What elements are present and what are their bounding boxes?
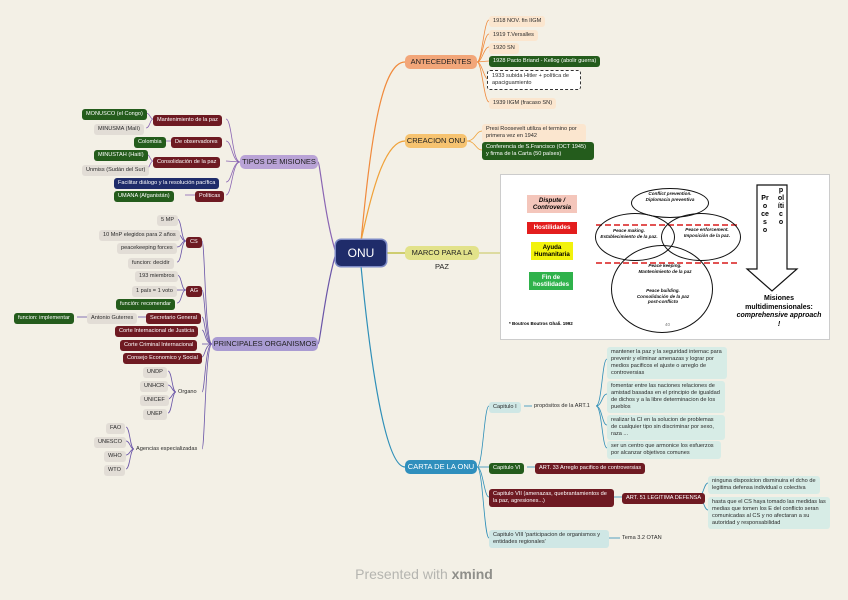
organo-item[interactable]: UNHCR xyxy=(140,381,169,392)
carta-proposito-item[interactable]: fomentar entre las naciones relaciones d… xyxy=(607,381,725,413)
cs-item[interactable]: 5 MP xyxy=(157,215,179,226)
tipo-politicas[interactable]: Políticas xyxy=(195,191,225,202)
box-hostilidades: Hostilidades xyxy=(527,222,577,234)
mision-unmiss[interactable]: Unmiss (Sudán del Sur) xyxy=(82,165,150,176)
ellipse-peace-keeping xyxy=(611,245,713,333)
antecedente-item[interactable]: 1918 NOV. fin IIGM xyxy=(489,16,546,27)
mision-minusma[interactable]: MINUSMA (Malí) xyxy=(94,124,144,135)
carta-propositos[interactable]: propósitos de la ART.1 xyxy=(534,403,590,409)
topic-principales-organismos[interactable]: PRINCIPALES ORGANISMOS xyxy=(212,337,318,351)
agencia-item[interactable]: FAO xyxy=(106,423,126,434)
tipo-consolidacion[interactable]: Consolidación de la paz xyxy=(153,157,221,168)
xmind-logo: xmind xyxy=(451,566,493,582)
mision-minustah[interactable]: MINUSTAH (Haití) xyxy=(94,150,148,161)
caption-italic: comprehensive approach ! xyxy=(736,312,822,328)
carta-capitulo-8[interactable]: Capitulo VIII 'participacion de organism… xyxy=(489,530,609,548)
ag-item[interactable]: función: recomendar xyxy=(116,299,175,310)
box-fin-hostilidades: Fin de hostilidades xyxy=(529,272,573,290)
antecedente-item[interactable]: 1933 subida Hitler + política de apacigu… xyxy=(487,70,581,90)
topic-creacion-onu[interactable]: CREACION ONU xyxy=(405,134,467,148)
label-politico: político xyxy=(777,187,785,226)
mision-umana[interactable]: UMANA (Afganistán) xyxy=(114,191,174,202)
organismo-corte-justicia[interactable]: Corte Internacional de Justicia xyxy=(115,326,199,337)
carta-art-51[interactable]: ART. 51 LEGITIMA DEFENSA xyxy=(622,493,706,504)
organo-item[interactable]: UNDP xyxy=(143,367,167,378)
organismo-ag[interactable]: AG xyxy=(186,286,203,297)
topic-antecedentes[interactable]: ANTECEDENTES xyxy=(405,55,477,69)
organo-item[interactable]: UNICEF xyxy=(140,395,169,406)
organismo-corte-criminal[interactable]: Corte Criminal Internacional xyxy=(120,340,198,351)
carta-capitulo-6[interactable]: Capitulo VI xyxy=(489,463,525,474)
label-peace-building: Peace building. Consolidación de la paz … xyxy=(636,288,690,305)
label-proceso: Proceso xyxy=(761,195,769,234)
carta-art51-item[interactable]: hasta que el CS haya tomado las medidas … xyxy=(708,497,830,529)
carta-proposito-item[interactable]: realizar la CI en la solucion de problem… xyxy=(607,415,725,440)
carta-art-33[interactable]: ART. 33 Arreglo pacifico de controversia… xyxy=(535,463,646,474)
footer-prefix: Presented with xyxy=(355,566,448,582)
proceso-arrow xyxy=(745,184,799,292)
organismo-cs[interactable]: CS xyxy=(186,237,202,248)
label-peace-enforcement: Peace enforcement. Imposición de la paz. xyxy=(683,227,731,238)
cs-item[interactable]: funcion: decidir xyxy=(128,258,174,269)
carta-tema-otan[interactable]: Tema 3.2 OTAN xyxy=(622,535,662,541)
carta-capitulo-1[interactable]: Capitulo I xyxy=(489,402,521,413)
cs-item[interactable]: peacekeeping forces xyxy=(117,243,177,254)
figure-page-number: 40 xyxy=(665,322,671,327)
label-peace-keeping: Peace keeping. Mantenimiento de la paz xyxy=(638,263,692,274)
carta-proposito-item[interactable]: ser un centro que armonice los esfuerzos… xyxy=(607,441,721,459)
organo-item[interactable]: UNEP xyxy=(143,409,167,420)
organismo-consejo-economico[interactable]: Consejo Economico y Social xyxy=(123,353,202,364)
topic-marco-para-la-paz[interactable]: MARCO PARA LA PAZ xyxy=(405,246,479,271)
tipo-mantenimiento[interactable]: Mantenimiento de la paz xyxy=(153,115,222,126)
agencia-item[interactable]: WTO xyxy=(104,465,125,476)
funcion-implementar[interactable]: funcion: implementar xyxy=(14,313,74,324)
creacion-item[interactable]: Conferencia de S.Francisco (OCT 1945) y … xyxy=(482,142,594,160)
organismo-organo[interactable]: Organo xyxy=(178,389,197,395)
label-peace-making: Peace making. Establecimiento de la paz. xyxy=(600,228,658,239)
antecedente-item[interactable]: 1939 IIGM (fracaso SN) xyxy=(489,98,557,109)
figure-source: * Boutros Boutros Ghali. 1992 xyxy=(509,321,573,326)
caption-bold: Misiones multidimensionales: xyxy=(745,295,813,311)
tipo-facilitar-dialogo[interactable]: Facilitar diálogo y la resolución pacífi… xyxy=(114,178,220,189)
antonio-guterres[interactable]: Antonio Guterres xyxy=(87,313,138,324)
mision-monusco[interactable]: MONUSCO (el Congo) xyxy=(82,109,147,120)
organismo-agencias[interactable]: Agencias especializadas xyxy=(136,446,198,452)
mision-colombia[interactable]: Colombia xyxy=(134,137,166,148)
ag-item[interactable]: 193 miembros xyxy=(135,271,179,282)
agencia-item[interactable]: UNESCO xyxy=(94,437,126,448)
box-dispute: Dispute / Controversia xyxy=(527,195,577,213)
antecedente-item[interactable]: 1928 Pacto Briand - Kellog (abolir guerr… xyxy=(489,56,601,67)
central-topic[interactable]: ONU xyxy=(336,240,386,266)
topic-tipos-de-misiones[interactable]: TIPOS DE MISIONES xyxy=(240,155,318,169)
organismo-secretario-general[interactable]: Secretario General xyxy=(146,313,201,324)
ellipse-prevention xyxy=(631,188,709,218)
tipo-observadores[interactable]: De observadores xyxy=(171,137,222,148)
footer-branding: Presented with xmind xyxy=(0,566,848,582)
caption-misiones: Misiones multidimensionales: comprehensi… xyxy=(735,295,823,329)
ag-item[interactable]: 1 país = 1 voto xyxy=(132,286,177,297)
antecedente-item[interactable]: 1919 T.Versalles xyxy=(489,30,538,41)
agencia-item[interactable]: WHO xyxy=(104,451,126,462)
topic-carta-de-la-onu[interactable]: CARTA DE LA ONU xyxy=(405,460,477,474)
cs-item[interactable]: 10 MnP elegidos para 2 años xyxy=(99,230,180,241)
box-ayuda-humanitaria: Ayuda Humanitaria xyxy=(531,242,573,260)
carta-capitulo-7[interactable]: Capitulo VII (amenazas, quebrantamientos… xyxy=(489,489,614,507)
carta-proposito-item[interactable]: mantener la paz y la seguridad internac … xyxy=(607,347,727,379)
label-prevention: Conflict prevention. Diplomacia preventi… xyxy=(645,191,695,202)
peace-framework-figure: Dispute / Controversia Hostilidades Ayud… xyxy=(500,174,830,340)
carta-art51-item[interactable]: ninguna disposicion disminuira el dcho d… xyxy=(708,476,820,494)
creacion-item[interactable]: Presi Roosevelt utiliza el termino por p… xyxy=(482,124,586,142)
antecedente-item[interactable]: 1920 SN xyxy=(489,43,519,54)
